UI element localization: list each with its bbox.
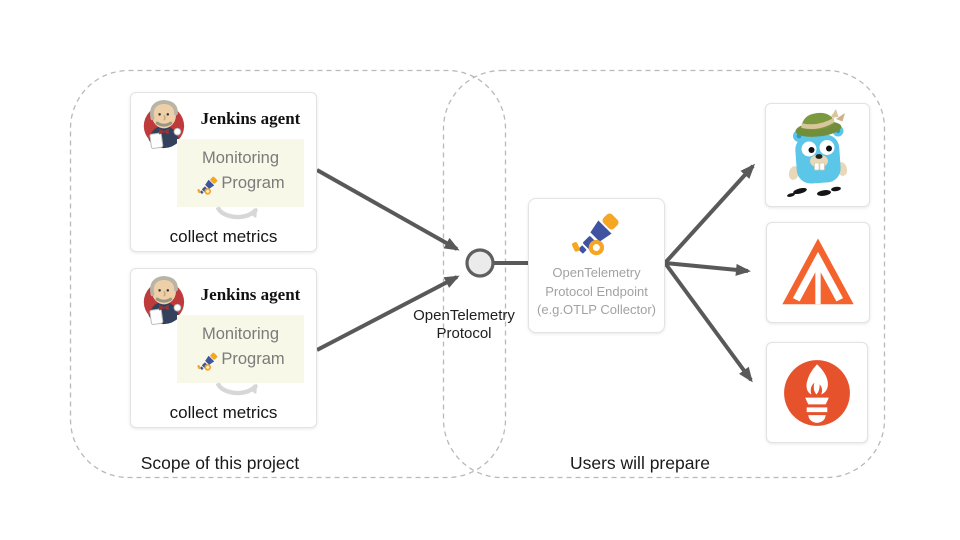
program-label-line1: Monitoring	[201, 325, 280, 343]
jaeger-gopher-logo	[786, 109, 847, 197]
arrow-endpoint-to-zipkin	[664, 261, 751, 276]
agent-title: Jenkins agent	[200, 109, 301, 128]
loop-arrow-icon	[215, 382, 259, 396]
zipkin-pyramid-logo	[782, 237, 854, 304]
users-group-boundary	[442, 69, 886, 479]
opentelemetry-telescope-icon	[197, 352, 218, 371]
otlp-junction-node	[465, 248, 495, 278]
prometheus-flame-logo	[784, 359, 850, 426]
agent-title: Jenkins agent	[200, 285, 301, 304]
backend-card-zipkin	[766, 222, 870, 323]
opentelemetry-telescope-icon	[571, 213, 619, 256]
opentelemetry-telescope-icon	[197, 176, 218, 195]
arrow-endpoint-to-prometheus	[663, 261, 753, 383]
jenkins-butler-icon	[143, 99, 185, 149]
scope-group-label: Scope of this project	[140, 453, 300, 473]
program-label-line2: Program	[221, 174, 285, 192]
collect-metrics-caption: collect metrics	[169, 403, 278, 422]
jenkins-butler-icon	[143, 275, 185, 325]
program-label-line1: Monitoring	[201, 149, 280, 167]
arrow-agent2-to-node	[316, 275, 460, 352]
backend-card-jaeger	[765, 103, 870, 207]
otlp-protocol-label: OpenTelemetry Protocol	[413, 307, 515, 342]
loop-arrow-icon	[215, 206, 259, 220]
arrow-agent1-to-node	[316, 168, 460, 251]
jenkins-agent-card-2: Jenkins agent Monitoring Program	[130, 268, 317, 428]
program-label-line2: Program	[221, 350, 285, 368]
otel-endpoint-card: OpenTelemetry Protocol Endpoint (e.g.OTL…	[528, 198, 665, 333]
arrow-endpoint-to-jaeger	[663, 163, 756, 265]
monitoring-program-box: Monitoring Program	[177, 315, 304, 383]
endpoint-label: OpenTelemetry Protocol Endpoint (e.g.OTL…	[537, 265, 656, 317]
users-group-label: Users will prepare	[569, 453, 711, 473]
backend-card-prometheus	[766, 342, 868, 443]
collect-metrics-caption: collect metrics	[169, 227, 278, 246]
jenkins-agent-card-1: Jenkins agent Monitoring Program	[130, 92, 317, 252]
monitoring-program-box: Monitoring Program	[177, 139, 304, 207]
